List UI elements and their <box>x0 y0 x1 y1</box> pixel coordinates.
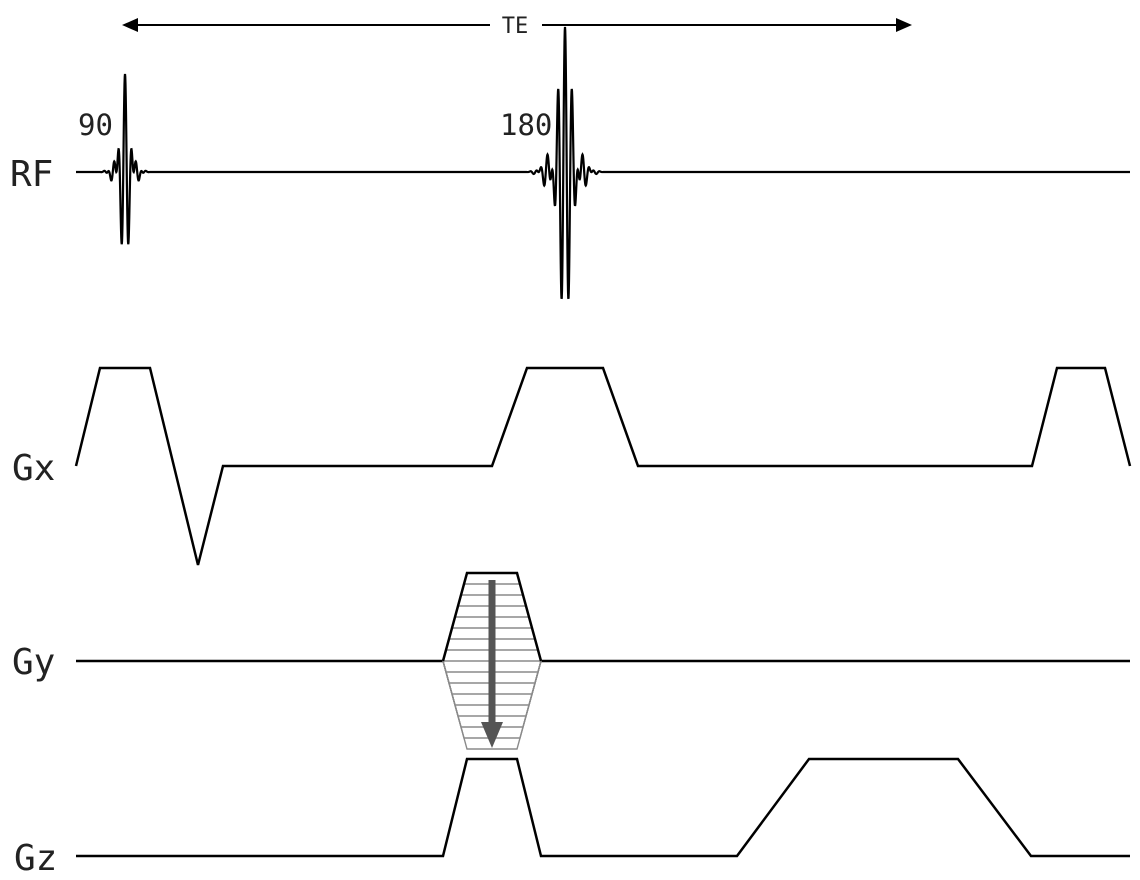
phase-arrow-head <box>481 722 503 748</box>
gy-phase-encode-outline <box>441 571 543 662</box>
gx-waveform <box>74 366 1132 566</box>
rf-pulse-90-label: 90 <box>78 108 113 142</box>
phase-direction-arrow <box>481 580 503 748</box>
gy-phase-step <box>442 660 542 750</box>
rf-pulse-180-label: 180 <box>500 108 552 142</box>
gz-waveform <box>76 757 1130 858</box>
te-arrow-left-head <box>122 18 138 32</box>
row-label-gy: Gy <box>12 642 55 683</box>
te-interval-arrow: TE <box>122 14 912 39</box>
te-label: TE <box>502 14 529 39</box>
row-label-rf: RF <box>10 154 53 195</box>
row-label-gz: Gz <box>14 838 57 879</box>
rf-waveform <box>76 26 1130 300</box>
te-arrow-right-head <box>896 18 912 32</box>
row-label-gx: Gx <box>12 448 55 489</box>
